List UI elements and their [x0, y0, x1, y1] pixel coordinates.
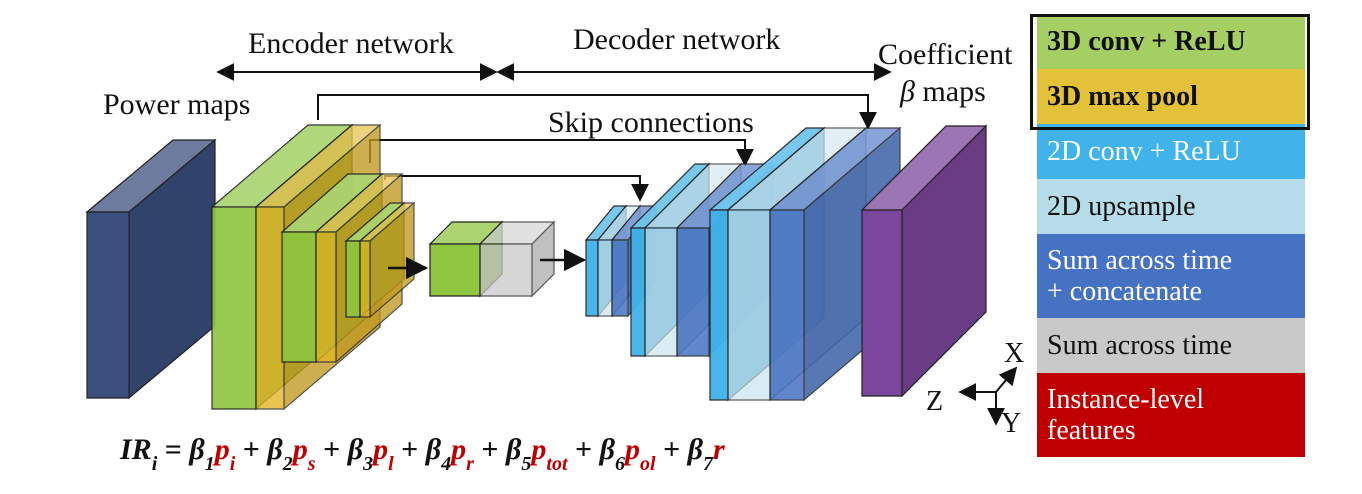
equation-feature-subscript: l — [388, 453, 394, 475]
equation-feature: p — [528, 433, 546, 466]
legend-item-5: Sum across time + concatenate — [1037, 234, 1305, 318]
equation-beta: β — [425, 433, 442, 466]
y-axis-label: Y — [1001, 408, 1021, 439]
z-axis-label: Z — [926, 386, 943, 417]
skip-connection-inner — [384, 175, 649, 202]
encoder-label: Encoder network — [248, 27, 454, 60]
bottleneck-3dconv-block-front-face — [429, 243, 481, 297]
legend-item-6: Sum across time — [1037, 318, 1305, 373]
decoder-sum-block-3-front-face — [769, 209, 805, 401]
legend-item-7: Instance-level features — [1037, 373, 1305, 457]
decoder-2dconv-block-2-front-face — [630, 227, 646, 357]
encoder-maxpool-block-1-front-face — [255, 206, 285, 410]
equation-equals: = — [157, 433, 189, 466]
power-maps-block-front-face — [86, 211, 130, 399]
equation-beta: β — [599, 433, 616, 466]
equation-feature: p — [212, 433, 230, 466]
equation-beta: β — [266, 433, 283, 466]
decoder-sum-block-2-front-face — [676, 227, 710, 357]
decoder-2dconv-block-1-front-face — [585, 239, 599, 317]
power-maps-label: Power maps — [103, 88, 250, 121]
equation-plus: + — [235, 433, 267, 466]
network-blocks — [85, 123, 988, 411]
coefficient-maps-block-front-face — [861, 209, 903, 397]
decoder-label: Decoder network — [573, 23, 780, 56]
equation-plus: + — [568, 433, 600, 466]
x-axis-arrow — [995, 366, 1018, 393]
coefficient-label-line1: Coefficient — [878, 38, 1013, 71]
encoder-maxpool-block-3 — [358, 201, 416, 319]
equation-beta: β — [347, 433, 364, 466]
encoder-maxpool-block-2-front-face — [315, 231, 337, 363]
equation-beta: β — [505, 433, 522, 466]
decoder-pale-block-1-front-face — [597, 239, 613, 317]
equation-feature: p — [370, 433, 388, 466]
encoder-maxpool-block-3-front-face — [359, 240, 371, 318]
encoder-3dconv-block-2-front-face — [281, 231, 317, 363]
equation-plus: + — [316, 433, 348, 466]
equation-feature-subscript: ol — [640, 453, 656, 475]
equation-feature: p — [290, 433, 308, 466]
equation-beta-subscript: 2 — [282, 453, 293, 475]
decoder-pale-block-3-front-face — [727, 209, 771, 401]
skip-connection-middle — [369, 139, 754, 167]
encoder-3dconv-block-3-front-face — [345, 240, 361, 318]
legend-item-1: 3D conv + ReLU — [1037, 14, 1305, 69]
legend-item-3: 2D conv + ReLU — [1037, 124, 1305, 179]
equation-feature: p — [448, 433, 466, 466]
skip-connection-outer — [317, 94, 877, 130]
equation-feature: r — [713, 433, 725, 466]
legend-item-4: 2D upsample — [1037, 179, 1305, 234]
skip-connections-label: Skip connections — [548, 106, 754, 139]
equation-beta-subscript: 6 — [615, 453, 625, 475]
equation-feature-subscript: i — [230, 453, 236, 475]
equation-beta-subscript: 5 — [521, 453, 531, 475]
decoder-2dconv-block-3-front-face — [709, 209, 729, 401]
equation-feature: p — [622, 433, 640, 466]
equation-lhs: IR — [119, 433, 152, 466]
equation-plus: + — [394, 433, 426, 466]
power-maps-block — [85, 138, 217, 400]
x-axis-label: X — [1004, 338, 1024, 369]
equation: IRi = β1pi + β2ps + β3pl + β4pr + β5ptot… — [119, 433, 725, 475]
equation-lhs-subscript: i — [152, 453, 158, 475]
bottleneck-sum-block-front-face — [479, 243, 533, 297]
legend-item-2: 3D max pool — [1037, 69, 1305, 124]
decoder-pale-block-2-front-face — [644, 227, 678, 357]
equation-beta: β — [687, 433, 704, 466]
equation-beta-subscript: 1 — [205, 453, 215, 475]
maps-word: maps — [915, 75, 986, 108]
equation-beta-subscript: 7 — [703, 453, 714, 475]
equation-feature-subscript: s — [307, 453, 316, 475]
equation-plus: + — [656, 433, 688, 466]
equation-feature-subscript: tot — [546, 453, 569, 475]
encoder-3dconv-block-1-front-face — [211, 206, 257, 410]
coefficient-maps-block — [860, 124, 988, 398]
equation-beta-subscript: 3 — [362, 453, 373, 475]
equation-feature-subscript: r — [466, 453, 474, 475]
beta-symbol: β — [899, 75, 915, 108]
equation-plus: + — [474, 433, 506, 466]
coefficient-label-line2: β maps — [899, 75, 986, 108]
axes-indicator: X Z Y — [926, 338, 1024, 439]
equation-beta-subscript: 4 — [440, 453, 451, 475]
decoder-sum-block-1-front-face — [611, 239, 629, 317]
equation-beta: β — [188, 433, 205, 466]
